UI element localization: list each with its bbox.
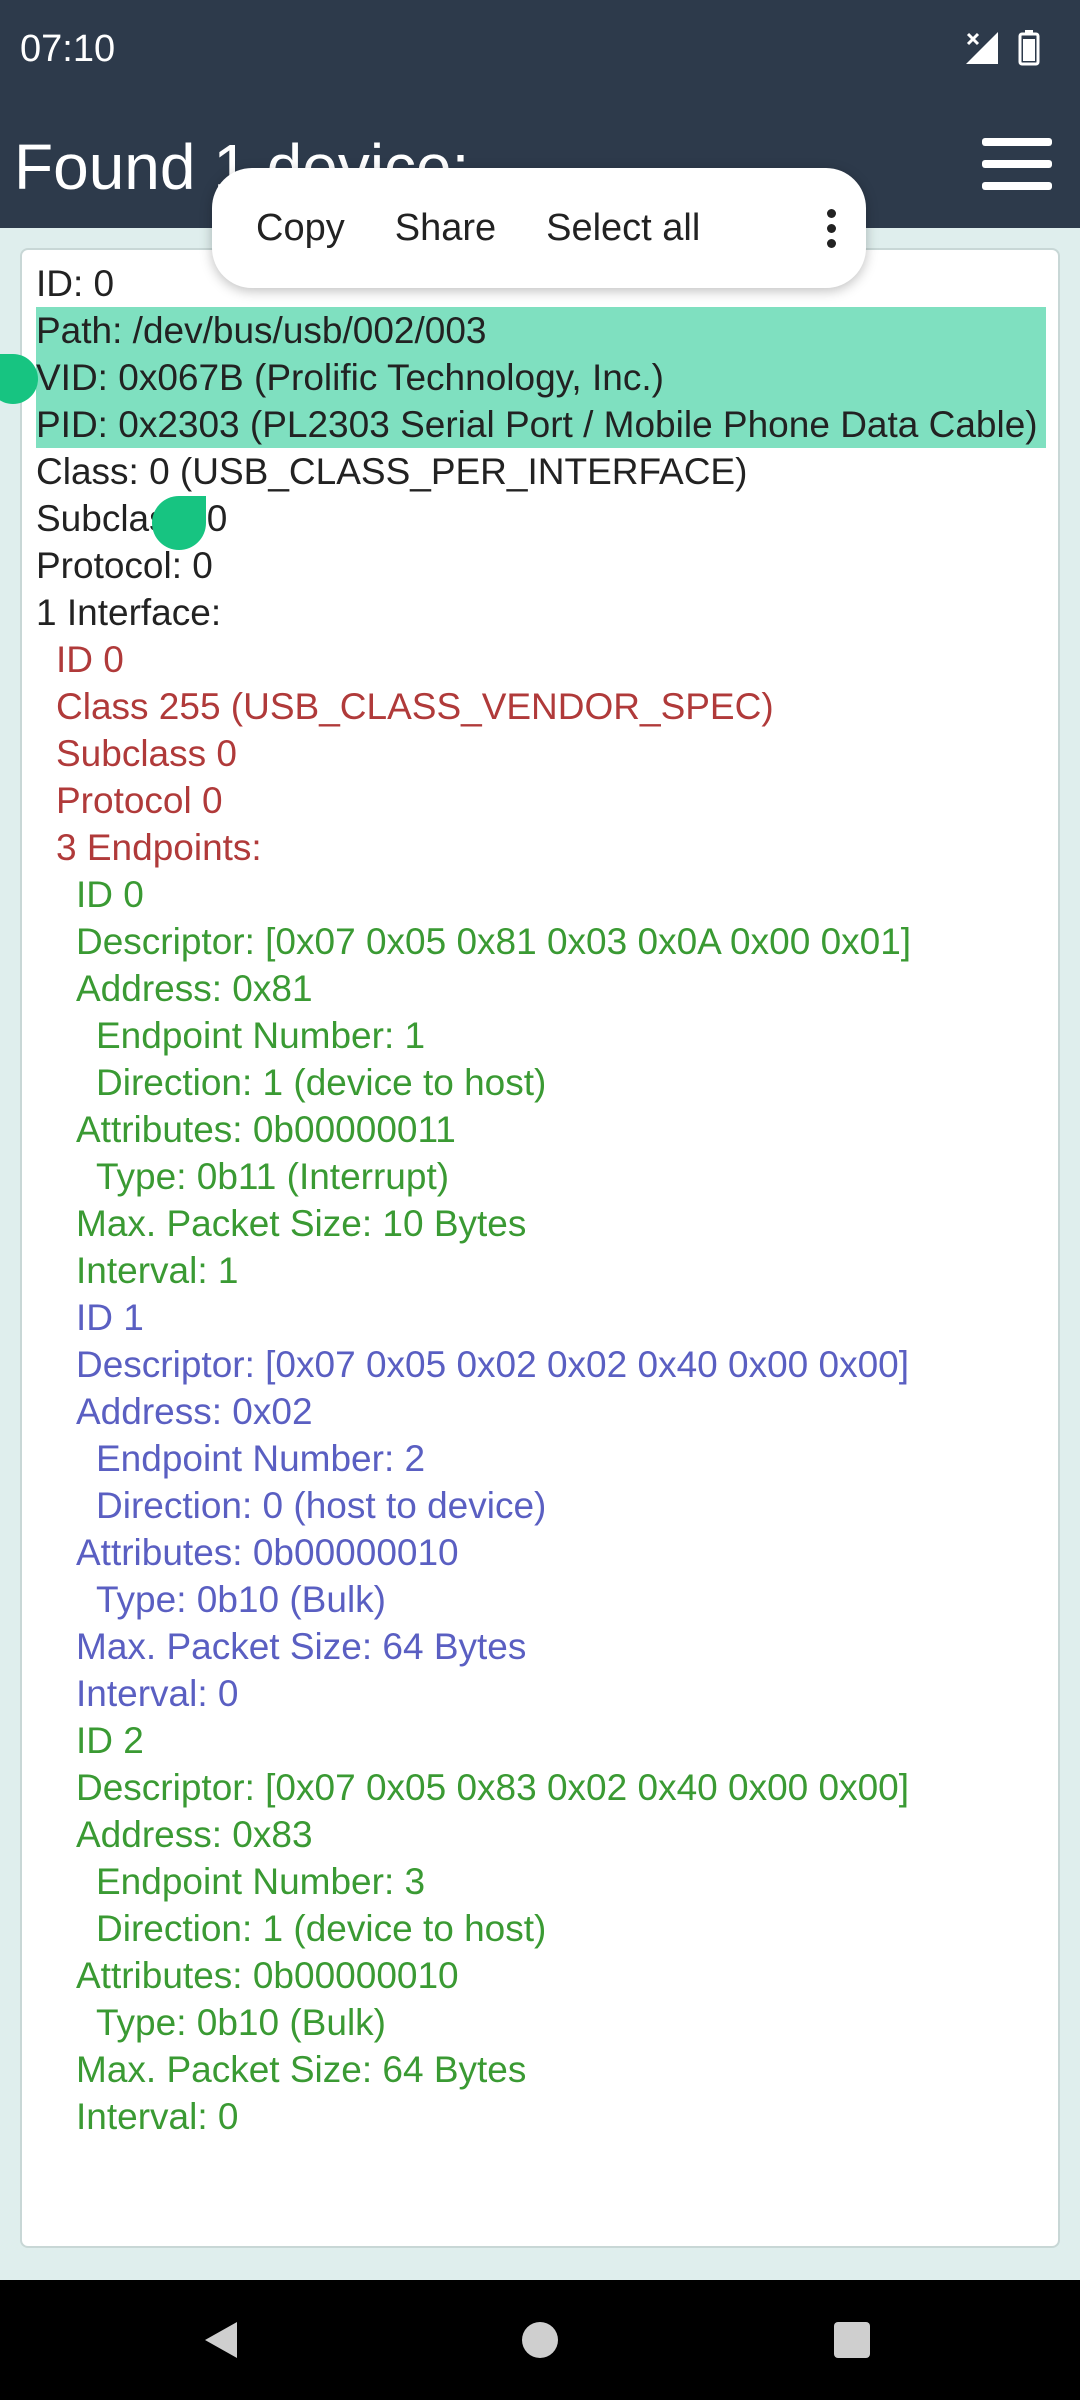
device-info-text[interactable]: ID: 0 Path: /dev/bus/usb/002/003 VID: 0x… [36,260,1046,2140]
endpoint-block: ID 0 Descriptor: [0x07 0x05 0x81 0x03 0x… [76,871,1046,1294]
device-pid: PID: 0x2303 (PL2303 Serial Port / Mobile… [36,404,1038,445]
endpoint-attributes: Attributes: 0b00000011 [76,1109,456,1150]
endpoint-address: Address: 0x81 [76,968,313,1009]
endpoint-descriptor: Descriptor: [0x07 0x05 0x81 0x03 0x0A 0x… [76,921,912,962]
endpoint-number: Endpoint Number: 2 [96,1438,426,1479]
interface-subclass: Subclass 0 [56,733,237,774]
copy-button[interactable]: Copy [256,206,345,249]
endpoint-max-packet: Max. Packet Size: 10 Bytes [76,1203,527,1244]
select-all-button[interactable]: Select all [546,206,701,249]
home-icon[interactable] [522,2322,558,2358]
endpoint-block: ID 1 Descriptor: [0x07 0x05 0x02 0x02 0x… [76,1294,1046,1717]
endpoint-interval: Interval: 1 [76,1250,239,1291]
menu-icon[interactable] [982,138,1052,190]
interface-protocol: Protocol 0 [56,780,223,821]
endpoint-id: ID 0 [76,874,144,915]
interface-id: ID 0 [56,639,124,680]
signal-icon [966,32,998,64]
device-class: Class: 0 (USB_CLASS_PER_INTERFACE) [36,451,748,492]
status-icons [964,30,1040,66]
selection-handle-end[interactable] [152,496,206,550]
battery-icon [1018,30,1040,66]
interface-class: Class 255 (USB_CLASS_VENDOR_SPEC) [56,686,774,727]
interface-count: 1 Interface: [36,592,222,633]
endpoint-direction: Direction: 1 (device to host) [96,1062,547,1103]
navigation-bar [0,2280,1080,2400]
endpoint-block: ID 2 Descriptor: [0x07 0x05 0x83 0x02 0x… [76,1717,1046,2140]
endpoint-type: Type: 0b10 (Bulk) [96,1579,386,1620]
endpoint-type: Type: 0b11 (Interrupt) [96,1156,450,1197]
endpoint-id: ID 1 [76,1297,144,1338]
endpoint-interval: Interval: 0 [76,2096,239,2137]
endpoint-id: ID 2 [76,1720,144,1761]
endpoint-address: Address: 0x83 [76,1814,313,1855]
endpoint-type: Type: 0b10 (Bulk) [96,2002,386,2043]
endpoint-descriptor: Descriptor: [0x07 0x05 0x83 0x02 0x40 0x… [76,1767,910,1808]
endpoint-address: Address: 0x02 [76,1391,313,1432]
back-icon[interactable] [205,2322,237,2358]
endpoint-count: 3 Endpoints: [56,827,262,868]
endpoint-direction: Direction: 0 (host to device) [96,1485,547,1526]
status-time: 07:10 [20,28,116,70]
status-bar: 07:10 [0,0,1080,100]
endpoint-attributes: Attributes: 0b00000010 [76,1532,459,1573]
endpoint-number: Endpoint Number: 1 [96,1015,426,1056]
endpoint-max-packet: Max. Packet Size: 64 Bytes [76,1626,527,1667]
endpoint-max-packet: Max. Packet Size: 64 Bytes [76,2049,527,2090]
more-options-icon[interactable] [827,208,836,248]
endpoint-number: Endpoint Number: 3 [96,1861,426,1902]
text-selection-menu: Copy Share Select all [212,168,866,288]
device-path: Path: /dev/bus/usb/002/003 [36,310,487,351]
endpoint-direction: Direction: 1 (device to host) [96,1908,547,1949]
device-info-card [20,248,1060,2248]
device-vid: VID: 0x067B (Prolific Technology, Inc.) [36,357,664,398]
device-id: ID: 0 [36,263,115,304]
share-button[interactable]: Share [394,206,497,249]
recents-icon[interactable] [834,2322,870,2358]
endpoint-descriptor: Descriptor: [0x07 0x05 0x02 0x02 0x40 0x… [76,1344,910,1385]
endpoint-attributes: Attributes: 0b00000010 [76,1955,459,1996]
device-protocol: Protocol: 0 [36,545,213,586]
endpoint-interval: Interval: 0 [76,1673,239,1714]
